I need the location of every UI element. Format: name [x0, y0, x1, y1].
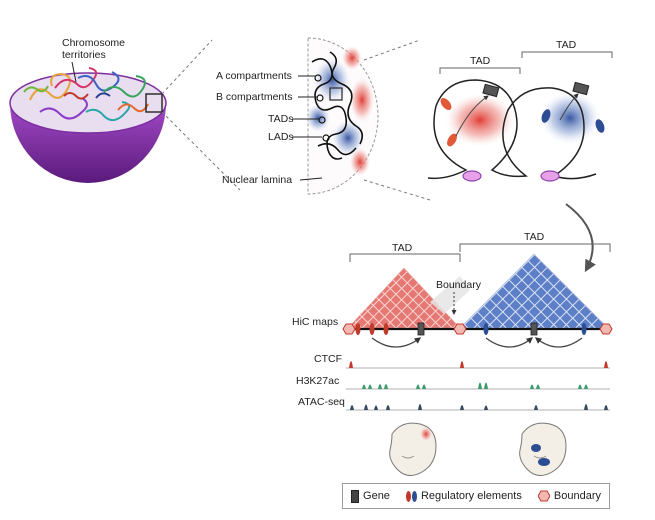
embryo-right [519, 422, 567, 476]
boundary-swatch-icon [537, 490, 550, 502]
h3k27ac-label: H3K27ac [296, 375, 339, 387]
hic-maps-label: HiC maps [292, 316, 338, 328]
tad-lower-right-label: TAD [524, 231, 545, 243]
boundary-hexagons [342, 323, 613, 335]
tad-zoom-box [329, 87, 343, 101]
tads-label: TADs [268, 113, 293, 125]
interaction-arcs [371, 337, 583, 348]
zoom-lines [161, 39, 431, 201]
a-compartments-label: A compartments [216, 70, 292, 82]
legend-gene: Gene [351, 489, 390, 503]
embryo-left [389, 422, 437, 476]
b-compartments-label: B compartments [216, 91, 292, 103]
slice-leader-lines [292, 75, 323, 181]
transition-arrow [565, 203, 596, 273]
ctcf-track [346, 361, 610, 369]
genes-and-regulatory-elements [355, 322, 587, 336]
atac-seq-label: ATAC-seq [298, 396, 345, 408]
tad-upper-left-label: TAD [470, 55, 491, 67]
legend-boundary-label: Boundary [553, 490, 601, 502]
lads-label: LADs [268, 131, 294, 143]
gene-swatch-icon [351, 489, 360, 503]
tad-loops [427, 79, 605, 182]
chromosome-territories-label-line2: territories [62, 49, 106, 61]
nucleus-slice [306, 37, 379, 195]
chromosome-territory-scribbles [23, 67, 149, 122]
legend-boundary: Boundary [537, 490, 601, 502]
h3k27ac-track [346, 382, 610, 390]
legend-regulatory-elements: Regulatory elements [405, 490, 522, 502]
tad-upper-right-label: TAD [556, 39, 577, 51]
legend-regulatory-elements-label: Regulatory elements [420, 490, 522, 502]
regulatory-element-swatch-icon [405, 490, 417, 502]
nuclear-lamina-label: Nuclear lamina [222, 174, 292, 186]
lower-tad-brackets [349, 243, 611, 262]
zoom-box [145, 93, 163, 113]
ctcf-label: CTCF [314, 353, 342, 365]
upper-tad-brackets [439, 51, 613, 74]
legend: Gene Regulatory elements Boundary [342, 483, 610, 509]
leader-line [71, 61, 77, 83]
tad-lower-left-label: TAD [392, 242, 413, 254]
chromosome-territories-label: Chromosome [62, 37, 125, 49]
boundary-label: Boundary [436, 279, 482, 291]
legend-gene-label: Gene [363, 490, 390, 502]
hic-map [347, 253, 609, 329]
atac-seq-track [346, 404, 610, 411]
nucleus-hemisphere [9, 67, 167, 183]
